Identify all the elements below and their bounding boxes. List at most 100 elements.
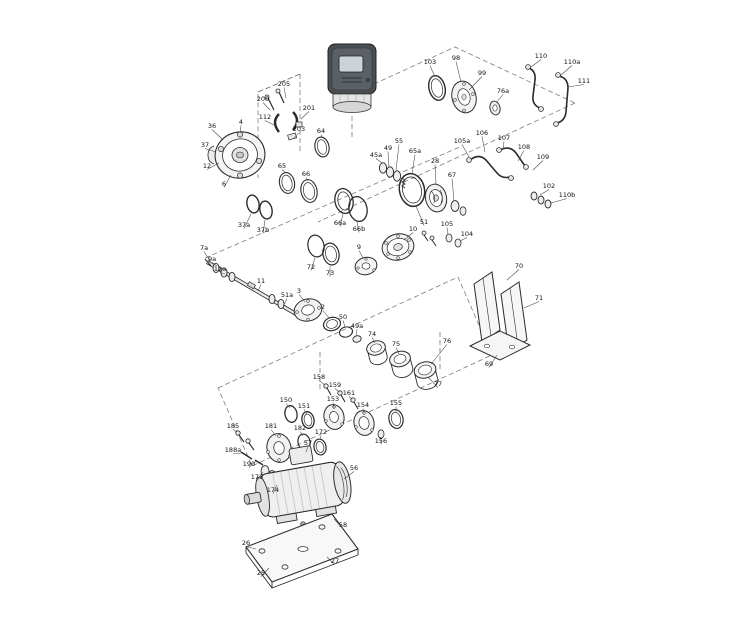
leader-line (298, 294, 306, 303)
part-label-45a: 45a (370, 151, 382, 159)
part-label-37b: 37b (257, 226, 269, 234)
part-label-205: 205 (278, 80, 290, 88)
leader-line (245, 546, 257, 550)
leader-line (305, 446, 309, 453)
fan-cover (333, 461, 352, 504)
leader-line (430, 344, 448, 365)
leader-line (264, 120, 277, 127)
leader-line (281, 169, 287, 174)
leader-line (326, 556, 336, 565)
part-label-111: 111 (578, 77, 590, 85)
leader-line (434, 164, 437, 185)
leader-line (395, 347, 400, 355)
part-label-65: 65 (278, 162, 286, 170)
leader-line (427, 376, 439, 388)
part-label-155: 155 (390, 399, 402, 407)
leader-line (320, 134, 323, 139)
leader-line (411, 154, 416, 175)
part-label-201: 201 (303, 104, 315, 112)
part-label-12a: 12a (214, 265, 226, 273)
part-label-110a: 110a (564, 58, 580, 66)
part-label-76a: 76a (497, 87, 509, 95)
leader-line (539, 189, 550, 196)
leader-line (256, 471, 264, 481)
leader-line (211, 262, 218, 267)
chamber-cup-2 (389, 350, 414, 378)
chamber-stack (293, 298, 439, 390)
part-label-107: 107 (498, 134, 510, 142)
leader-line (517, 150, 525, 162)
leader-line (355, 329, 358, 337)
baseplate-slot (297, 546, 309, 552)
leader-line (334, 388, 340, 393)
part-label-182: 182 (294, 424, 306, 432)
leader-line (332, 402, 335, 409)
part-label-108: 108 (518, 143, 530, 151)
part-label-70: 70 (515, 262, 523, 270)
part-label-51a: 51a (281, 291, 293, 299)
part-label-106: 106 (476, 129, 488, 137)
leader-line (550, 198, 568, 204)
part-label-150: 150 (280, 396, 292, 404)
part-label-105: 105 (441, 220, 453, 228)
leader-line (461, 144, 470, 158)
part-label-74: 74 (368, 330, 376, 338)
leader-line (293, 132, 300, 139)
motor-stool-flange (354, 230, 462, 276)
part-label-158: 158 (313, 373, 325, 381)
part-label-112: 112 (259, 113, 271, 121)
part-label-12: 12 (203, 162, 211, 170)
part-label-3: 3 (297, 287, 301, 295)
leader-line (375, 158, 383, 164)
leader-line (429, 65, 436, 78)
clamp-half-left (273, 113, 280, 133)
part-label-67: 67 (448, 171, 456, 179)
leader-line (248, 460, 257, 468)
part-label-77: 77 (434, 380, 442, 388)
part-label-104: 104 (461, 230, 473, 238)
leader-line (403, 232, 414, 241)
pump-head-port (207, 145, 215, 165)
part-label-7a: 7a (200, 244, 208, 252)
pump-head (207, 131, 266, 179)
unit-button (365, 77, 371, 83)
part-label-110: 110 (535, 52, 547, 60)
part-label-102: 102 (543, 182, 555, 190)
part-label-173: 173 (251, 473, 263, 481)
leader-line (272, 484, 278, 494)
leader-line (446, 227, 449, 235)
leader-line (305, 177, 309, 182)
part-label-188a: 188a (225, 446, 241, 454)
leader-line (348, 396, 353, 400)
part-label-36: 36 (208, 122, 216, 130)
leader-line (303, 409, 308, 415)
leader-line (415, 205, 425, 226)
leader-line (310, 257, 316, 271)
part-label-103: 103 (424, 58, 436, 66)
part-label-37a: 37a (238, 221, 250, 229)
leader-line (300, 111, 310, 120)
part-label-51: 51 (420, 218, 428, 226)
part-label-55: 55 (395, 137, 403, 145)
part-label-28: 28 (431, 157, 439, 165)
part-label-10: 10 (409, 225, 417, 233)
leader-line (299, 431, 304, 437)
part-label-110b: 110b (559, 191, 576, 199)
part-label-66a: 66a (334, 219, 346, 227)
leader-line (257, 284, 262, 292)
part-label-9a: 9a (208, 255, 216, 263)
shaft-key (246, 281, 256, 290)
part-label-153: 153 (327, 395, 339, 403)
part-label-49a: 49a (351, 322, 363, 330)
o-rings-left (246, 136, 368, 266)
part-label-56: 56 (350, 464, 358, 472)
leader-line (523, 301, 540, 309)
leader-line (455, 61, 462, 83)
leader-line (481, 136, 486, 153)
part-label-181: 181 (265, 422, 277, 430)
leader-line (322, 310, 330, 319)
part-label-76: 76 (443, 337, 451, 345)
leader-line (319, 435, 322, 441)
